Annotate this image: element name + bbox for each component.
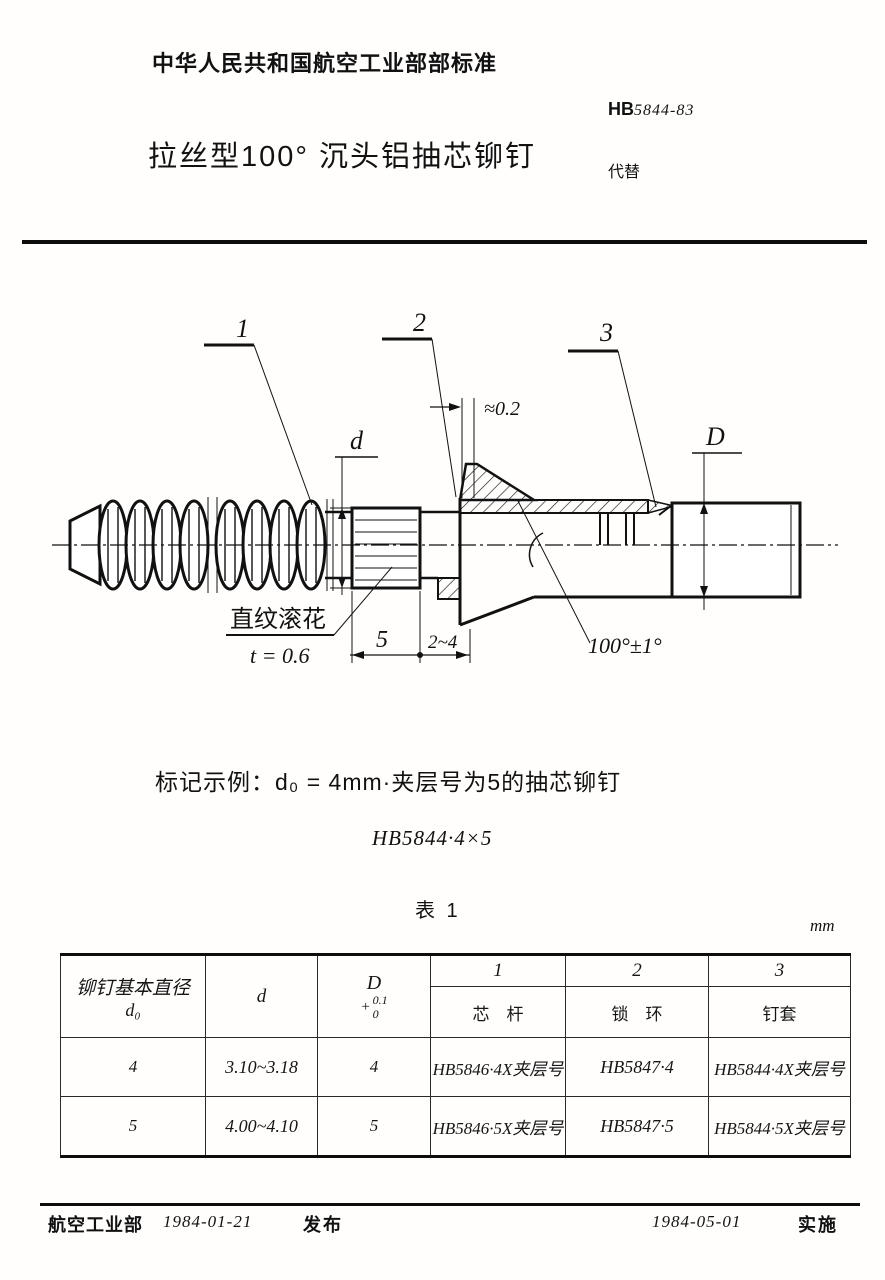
footer-divider-rule (40, 1203, 860, 1206)
standard-code: 5844-83 (634, 102, 695, 119)
cell-lock-ring: HB5847·5 (565, 1096, 709, 1157)
table-caption: 表 1 (415, 900, 461, 922)
cell-sleeve: HB5844·4X夹层号 (708, 1037, 851, 1097)
issue-label: 发布 (303, 1215, 343, 1235)
knurl-note: 直纹滚花 t = 0.6 (226, 566, 393, 668)
header-D-tolerance: D + 0.1 0 (317, 954, 431, 1038)
document-title: 拉丝型100° 沉头铝抽芯铆钉 (148, 141, 537, 173)
rivet-technical-drawing: d (52, 308, 838, 668)
countersunk-head-section (458, 462, 539, 502)
knurl-note-label: 直纹滚花 (230, 606, 326, 633)
header-core-rod: 芯 杆 (430, 986, 566, 1038)
header-part1-number: 1 (430, 954, 566, 987)
callout-2-label: 2 (413, 308, 426, 337)
dim-head-angle: 100°±1° (517, 500, 662, 658)
knurled-section (350, 506, 422, 590)
dim-d: d (330, 426, 378, 595)
dim-protrusion: ≈0.2 (430, 398, 520, 498)
cell-core-rod: HB5846·4X夹层号 (430, 1037, 566, 1097)
dim-grip-range-label: 2~4 (428, 632, 458, 653)
dim-knurl-length-label: 5 (376, 627, 388, 653)
org-title: 中华人民共和国航空工业部部标准 (152, 51, 498, 76)
callout-core-rod: 1 (204, 314, 313, 506)
implement-label: 实施 (798, 1215, 838, 1235)
implement-date: 1984-05-01 (652, 1212, 742, 1231)
marking-example: 标记示例：d₀ = 4mm·夹层号为5的抽芯铆钉 (155, 769, 622, 795)
replaces-label: 代替 (608, 164, 641, 181)
dim-lengths: 5 2~4 (350, 591, 471, 663)
cell-d0: 5 (60, 1096, 206, 1157)
collar-step (437, 577, 461, 600)
countersunk-head-external (458, 498, 672, 627)
table-unit: mm (810, 916, 835, 935)
header-lock-ring: 锁 环 (565, 986, 709, 1038)
issue-date: 1984-01-21 (163, 1212, 253, 1231)
callout-sleeve: 3 (568, 318, 657, 508)
head-angle-label: 100°±1° (588, 633, 662, 658)
table-row: 5 4.00~4.10 5 HB5846·5X夹层号 HB5847·5 HB58… (60, 1096, 851, 1157)
cell-sleeve: HB5844·5X夹层号 (708, 1096, 851, 1157)
header-sleeve: 钉套 (708, 986, 851, 1038)
standard-prefix: HB (608, 99, 634, 119)
cell-d-range: 4.00~4.10 (205, 1096, 318, 1157)
knurl-pitch-label: t = 0.6 (250, 643, 309, 668)
table-row: 4 3.10~3.18 4 HB5846·4X夹层号 HB5847·4 HB58… (60, 1037, 851, 1097)
cell-core-rod: HB5846·5X夹层号 (430, 1096, 566, 1157)
header-basic-diameter: 铆钉基本直径 d₀ (60, 954, 206, 1038)
cell-d-range: 3.10~3.18 (205, 1037, 318, 1097)
dim-D-label: D (705, 422, 725, 451)
marking-designation: HB5844·4×5 (372, 826, 493, 850)
header-part3-number: 3 (708, 954, 851, 987)
cell-D: 5 (317, 1096, 431, 1157)
sleeve-wall-section (459, 499, 675, 514)
dim-protrusion-label: ≈0.2 (484, 398, 520, 420)
cell-d0: 4 (60, 1037, 206, 1097)
cell-lock-ring: HB5847·4 (565, 1037, 709, 1097)
callout-lock-ring: 2 (382, 308, 457, 498)
sleeve-tail-cylinder (658, 501, 802, 599)
cell-D: 4 (317, 1037, 431, 1097)
rivet-spec-table: 铆钉基本直径 d₀ d D + 0.1 0 1 2 3 芯 杆 锁 环 钉 (60, 953, 851, 1158)
callout-1-label: 1 (236, 314, 249, 343)
header-d: d (205, 954, 318, 1038)
standard-number: HB5844-83 (608, 99, 694, 120)
issuing-org: 航空工业部 (48, 1215, 143, 1235)
dim-D: D (692, 422, 742, 610)
lock-ring-grooves (599, 513, 635, 545)
header-divider-rule (22, 240, 867, 244)
dim-d-label: d (350, 426, 364, 455)
header-part2-number: 2 (565, 954, 709, 987)
callout-3-label: 3 (599, 318, 613, 347)
